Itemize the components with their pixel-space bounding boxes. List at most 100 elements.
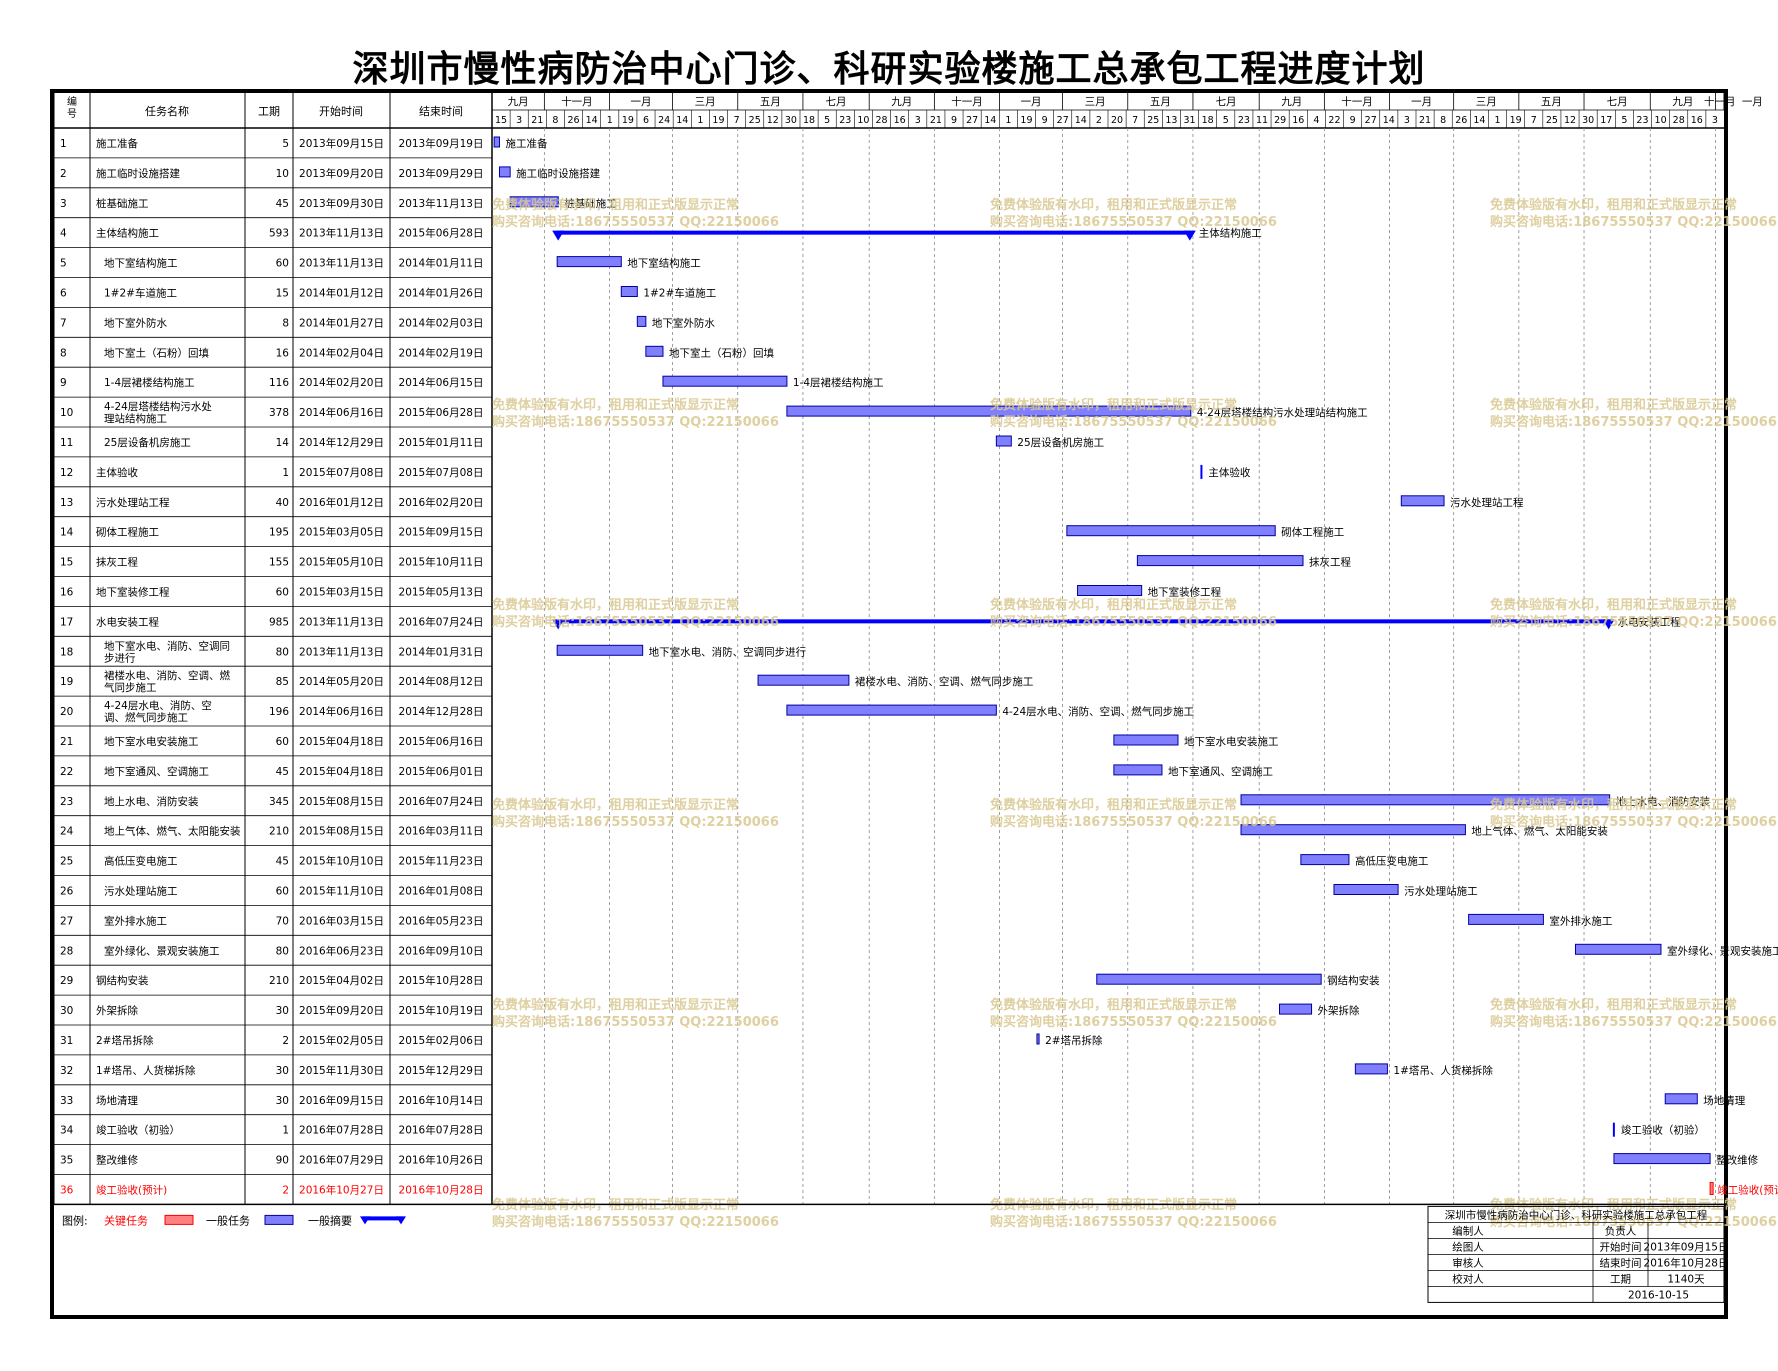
task-start: 2015年04月18日 xyxy=(299,735,384,748)
month-label: 九月 xyxy=(1281,96,1302,108)
task-bar-label: 25层设备机房施工 xyxy=(1017,436,1104,449)
day-tick-label: 5 xyxy=(1621,115,1627,126)
task-name: 主体验收 xyxy=(96,466,138,479)
task-start: 2014年02月04日 xyxy=(299,346,384,359)
task-start: 2015年03月15日 xyxy=(299,585,384,598)
task-bar-label: 抹灰工程 xyxy=(1309,556,1351,569)
task-bar-label: 整改维修 xyxy=(1716,1154,1758,1167)
task-name: 地下室土（石粉）回填 xyxy=(104,346,209,359)
task-id: 36 xyxy=(60,1184,74,1196)
task-name: 场地清理 xyxy=(96,1094,138,1107)
day-tick-label: 18 xyxy=(803,115,815,126)
task-bar xyxy=(1574,943,1662,955)
task-bar xyxy=(662,375,788,387)
task-bar-label: 地下室土（石粉）回填 xyxy=(669,346,774,359)
task-duration: 60 xyxy=(276,586,289,598)
day-tick-label: 27 xyxy=(1365,115,1377,126)
day-tick-label: 27 xyxy=(1057,115,1069,126)
task-end: 2016年10月28日 xyxy=(399,1183,484,1196)
task-id: 2 xyxy=(60,168,67,180)
legend-critical-swatch xyxy=(164,1214,194,1225)
day-tick-label: 14 xyxy=(1383,115,1395,126)
task-start: 2013年11月13日 xyxy=(299,227,384,240)
task-bar xyxy=(1066,525,1276,537)
task-start: 2013年11月13日 xyxy=(299,645,384,658)
month-label: 五月 xyxy=(760,96,781,108)
month-label: 三月 xyxy=(1085,96,1106,108)
task-name: 桩基础施工 xyxy=(96,197,149,210)
task-end: 2016年03月11日 xyxy=(399,825,484,838)
task-bar-label: 1#2#车道施工 xyxy=(643,286,716,299)
info-date: 2016-10-15 xyxy=(1628,1289,1689,1301)
task-name: 理站结构施工 xyxy=(104,412,167,425)
task-start: 2016年01月12日 xyxy=(299,496,384,509)
task-bar xyxy=(556,256,622,268)
day-tick-label: 19 xyxy=(622,115,634,126)
task-bar xyxy=(1113,764,1163,776)
day-tick-label: 9 xyxy=(1042,115,1048,126)
day-tick-label: 7 xyxy=(1132,115,1138,126)
task-id: 21 xyxy=(60,736,73,748)
task-id: 30 xyxy=(60,1005,73,1017)
task-duration: 40 xyxy=(276,497,289,509)
day-tick-label: 8 xyxy=(1440,115,1446,126)
watermark-text: 免费体验版有水印，租用和正式版显示正常 xyxy=(492,997,739,1013)
task-duration: 80 xyxy=(276,646,289,658)
task-duration: 210 xyxy=(269,975,289,987)
task-bar-label: 水电安装工程 xyxy=(1618,615,1681,628)
info-cell: 1140天 xyxy=(1667,1273,1705,1285)
task-bar xyxy=(620,286,638,297)
day-tick-label: 30 xyxy=(785,115,797,126)
task-end: 2015年06月16日 xyxy=(399,735,484,748)
month-label: 九月 xyxy=(1672,96,1693,108)
task-bar xyxy=(556,644,644,656)
task-duration: 116 xyxy=(269,377,289,389)
watermark-text: 免费体验版有水印，租用和正式版显示正常 xyxy=(1490,397,1737,413)
day-tick-label: 13 xyxy=(1165,115,1177,126)
day-tick-label: 20 xyxy=(1111,115,1123,126)
month-label: 三月 xyxy=(695,96,716,108)
task-end: 2016年10月26日 xyxy=(399,1154,484,1167)
legend-normal-swatch xyxy=(264,1214,294,1225)
watermark-text: 购买咨询电话:18675550537 QQ:22150066 xyxy=(1490,414,1777,430)
task-end: 2015年10月19日 xyxy=(399,1004,484,1017)
task-bar-label: 外架拆除 xyxy=(1318,1004,1360,1017)
task-duration: 155 xyxy=(269,557,289,569)
watermark-text: 免费体验版有水印，租用和正式版显示正常 xyxy=(990,597,1237,613)
day-tick-label: 1 xyxy=(1495,115,1501,126)
watermark-text: 免费体验版有水印，租用和正式版显示正常 xyxy=(492,197,739,213)
task-name: 2#塔吊拆除 xyxy=(96,1034,154,1047)
task-name: 污水处理站施工 xyxy=(104,884,178,897)
watermark-text: 购买咨询电话:18675550537 QQ:22150066 xyxy=(1490,1014,1777,1030)
task-duration: 45 xyxy=(276,198,289,210)
day-tick-label: 9 xyxy=(951,115,957,126)
day-tick-label: 7 xyxy=(1531,115,1537,126)
day-tick-label: 16 xyxy=(894,115,906,126)
month-label: 一月 xyxy=(1411,96,1432,108)
task-end: 2015年10月11日 xyxy=(399,556,484,569)
task-duration: 10 xyxy=(276,168,289,180)
task-bar xyxy=(1136,555,1304,567)
day-tick-label: 7 xyxy=(734,115,740,126)
watermark-text: 免费体验版有水印，租用和正式版显示正常 xyxy=(1490,997,1737,1013)
task-end: 2016年09月10日 xyxy=(399,944,484,957)
month-label: 十一月 xyxy=(951,95,983,108)
task-end: 2014年01月11日 xyxy=(399,257,484,270)
task-end: 2014年01月31日 xyxy=(399,645,484,658)
task-bar-label: 污水处理站工程 xyxy=(1450,496,1524,509)
task-name: 1#2#车道施工 xyxy=(104,286,177,299)
task-bar xyxy=(1240,824,1466,836)
task-start: 2013年09月15日 xyxy=(299,137,384,150)
header-id: 编 xyxy=(67,95,77,108)
task-id: 28 xyxy=(60,945,73,957)
task-bar xyxy=(1613,1153,1711,1165)
task-id: 26 xyxy=(60,885,74,897)
task-id: 3 xyxy=(60,198,67,210)
task-name: 室外排水施工 xyxy=(104,914,167,927)
task-start: 2016年03月15日 xyxy=(299,914,384,927)
task-end: 2015年06月28日 xyxy=(399,406,484,419)
task-end: 2015年07月08日 xyxy=(399,466,484,479)
day-tick-label: 27 xyxy=(966,115,978,126)
task-name: 施工临时设施搭建 xyxy=(96,167,180,180)
chart-title: 深圳市慢性病防治中心门诊、科研实验楼施工总承包工程进度计划 xyxy=(352,48,1426,90)
